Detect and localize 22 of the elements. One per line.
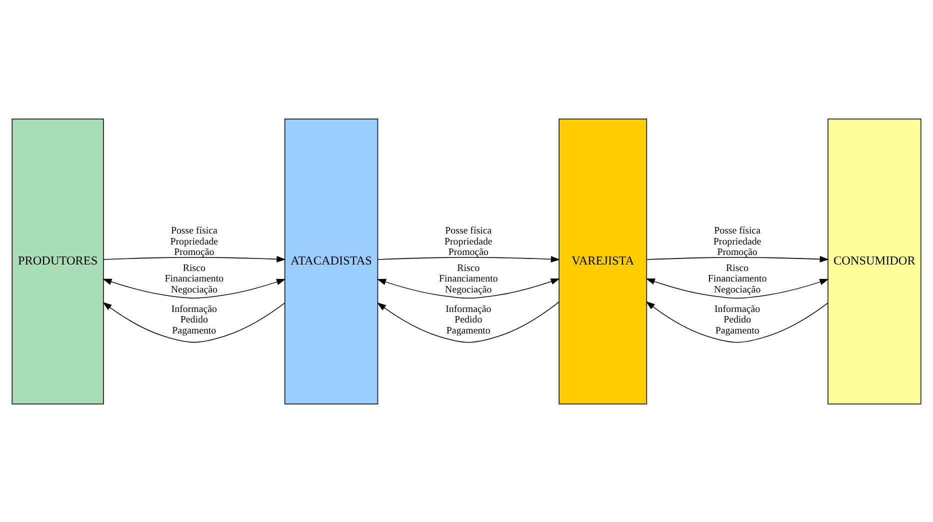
edge-label: Posse física Propriedade Promoção xyxy=(170,225,218,258)
arrow xyxy=(102,302,286,342)
arrow xyxy=(376,278,560,298)
arrow xyxy=(646,256,829,262)
node-box: CONSUMIDOR xyxy=(828,118,922,404)
node-box: ATACADISTAS xyxy=(284,118,378,404)
edge-label: Risco Financiamento Negociação xyxy=(164,262,224,295)
arrow xyxy=(646,278,829,298)
arrow xyxy=(378,256,560,262)
edge-label: Risco Financiamento Negociação xyxy=(439,262,498,295)
arrow xyxy=(102,278,286,298)
edge-label: Informação Pedido Pagamento xyxy=(171,304,217,336)
arrow xyxy=(103,256,286,262)
arrow xyxy=(377,301,560,342)
edge-label: Posse física Propriedade Promoção xyxy=(444,225,492,258)
node-box: PRODUTORES xyxy=(12,118,104,404)
edge-label: Risco Financiamento Negociação xyxy=(708,262,767,295)
node-box: VAREJISTA xyxy=(558,118,648,404)
arrow xyxy=(646,300,828,342)
edge-label: Informação Pedido Pagamento xyxy=(714,304,760,336)
edge-label: Informação Pedido Pagamento xyxy=(446,304,492,336)
edge-label: Posse física Propriedade Promoção xyxy=(713,225,762,258)
